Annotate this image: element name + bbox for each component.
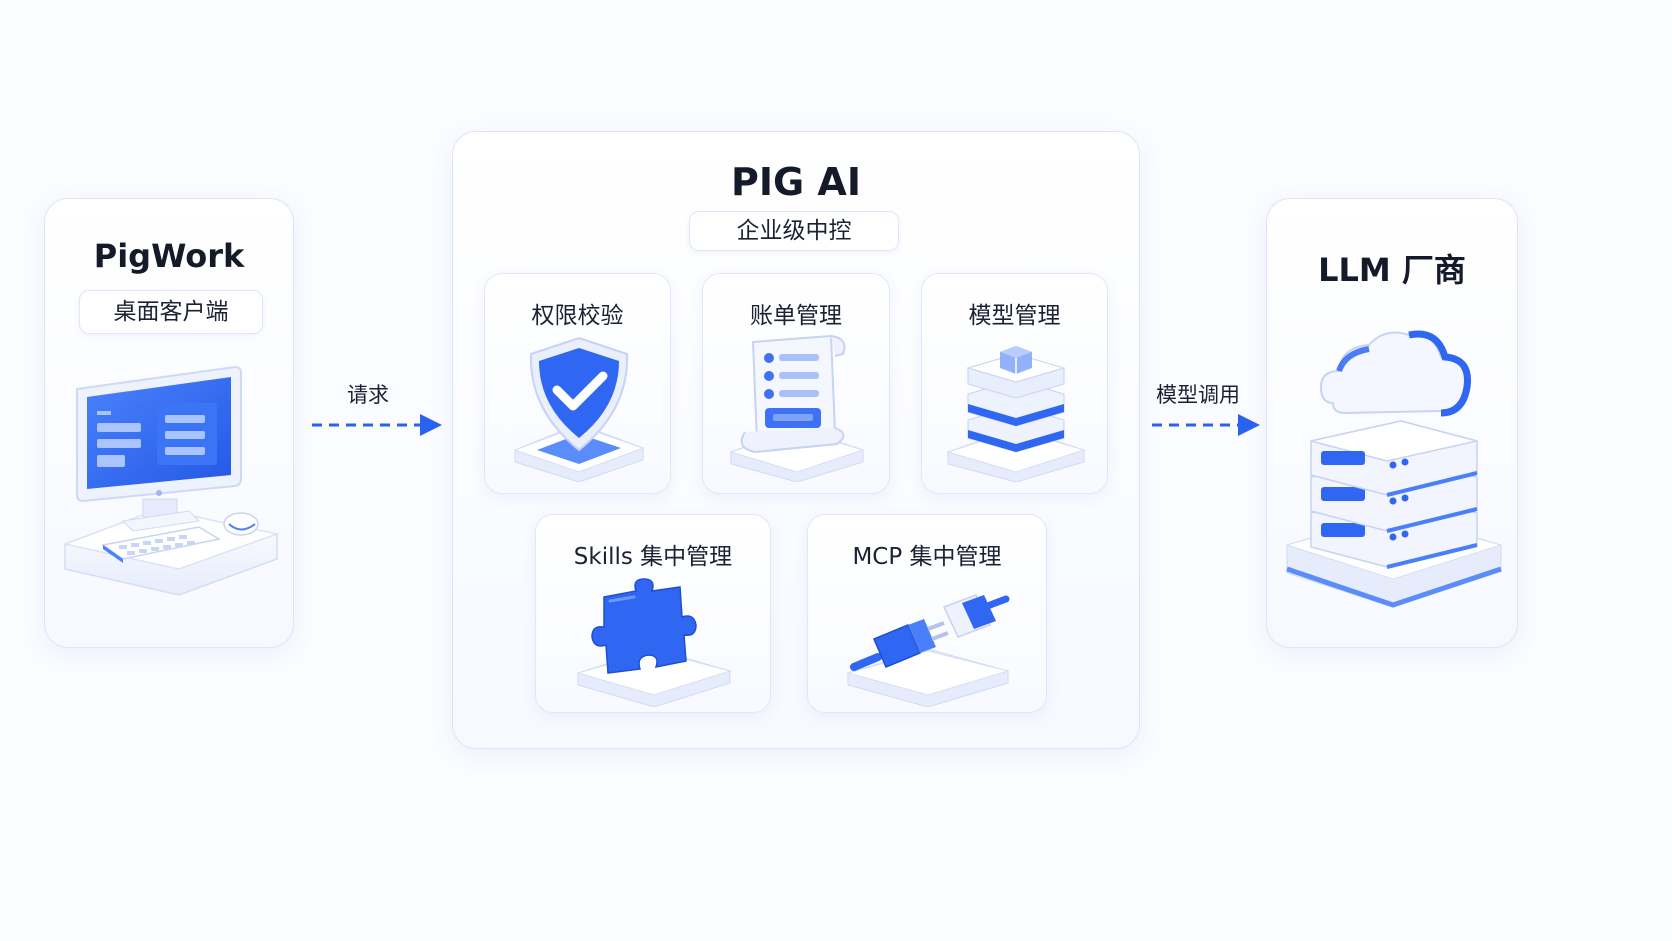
plug-connector-icon [846,594,1010,707]
shield-check-icon [513,336,645,482]
vendor-title: LLM 厂商 [1318,251,1466,289]
bill-scroll-icon [729,334,865,482]
hub-title: PIG AI [731,160,861,204]
client-title: PigWork [93,237,245,275]
hub-card: PIG AI 企业级中控 权限校验 账单管理 [452,131,1140,749]
module-mcp: MCP 集中管理 [807,514,1047,713]
module-label: 账单管理 [750,303,842,329]
module-label: Skills 集中管理 [573,544,733,570]
cloud-server-icon [1285,330,1503,608]
puzzle-piece-icon [576,578,732,707]
desktop-computer-icon [62,365,280,596]
model-call-arrow [1152,414,1260,436]
model-call-arrow-label: 模型调用 [1156,383,1240,407]
client-tag: 桌面客户端 [79,290,263,334]
model-stack-icon [946,346,1086,482]
module-permission-check: 权限校验 [484,273,671,494]
module-label: 模型管理 [968,303,1061,329]
module-label: MCP 集中管理 [852,544,1002,570]
module-model-management: 模型管理 [921,273,1108,494]
request-arrow [312,414,442,436]
request-arrow-label: 请求 [347,383,389,407]
module-label: 权限校验 [531,303,624,329]
hub-tag: 企业级中控 [689,211,899,251]
module-billing: 账单管理 [702,273,890,494]
vendor-card: LLM 厂商 [1266,198,1518,648]
module-skills: Skills 集中管理 [535,514,771,713]
client-card: PigWork 桌面客户端 [44,198,294,648]
